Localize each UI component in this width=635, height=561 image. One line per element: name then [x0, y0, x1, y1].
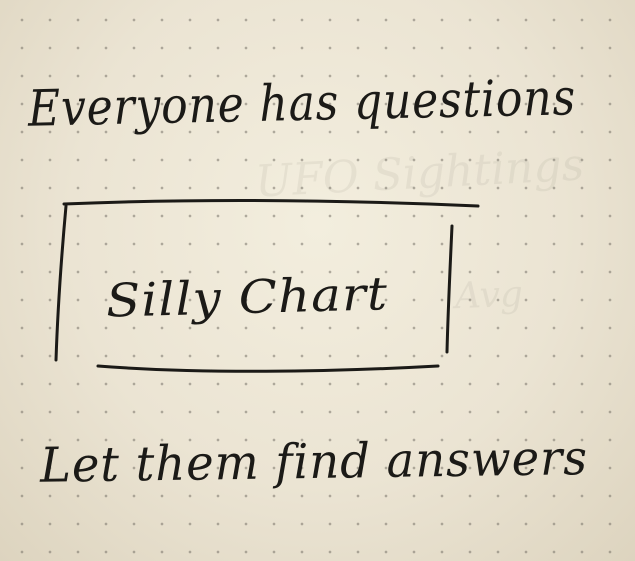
closing-line: Let them find answers — [39, 430, 589, 494]
heading-line-1: Everyone has questions — [27, 68, 577, 137]
chart-box-outline — [54, 199, 480, 373]
chart-box-label: Silly Chart — [105, 266, 388, 327]
